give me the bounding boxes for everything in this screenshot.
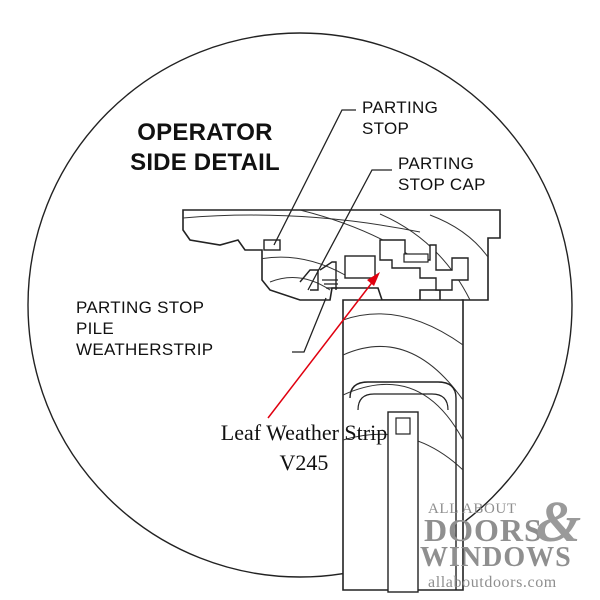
detail-circle [27,32,573,578]
detail-title-line-2: SIDE DETAIL [130,149,280,176]
label-parting-stop-line-2: STOP [362,119,410,138]
label-parting-stop-pile-weatherstrip: PARTING STOP PILE WEATHERSTRIP [76,297,213,360]
label-pile-line-1: PARTING STOP [76,298,205,317]
sash-stile [342,299,464,593]
watermark-line-2: DOORS [424,512,543,548]
leader-lines [273,109,392,353]
watermark-line-1: ALL ABOUT [428,501,517,517]
detail-title: OPERATOR SIDE DETAIL [110,118,300,178]
watermark-line-3: WINDOWS [420,542,572,573]
label-pile-line-3: WEATHERSTRIP [76,340,214,359]
watermark-ampersand: & [536,489,582,554]
label-parting-stop-cap-line-1: PARTING [398,154,475,173]
label-leaf-weather-strip: Leaf Weather Strip V245 [206,418,402,478]
label-parting-stop-line-1: PARTING [362,98,439,117]
leaf-weatherstrip-arrow [267,272,380,419]
label-parting-stop-cap: PARTING STOP CAP [398,153,486,195]
leader-parting-stop-cap [307,169,392,291]
watermark-url: allaboutdoors.com [428,574,557,591]
label-leaf-weather-strip-name: Leaf Weather Strip [220,420,388,445]
frame-head-profile [182,209,501,310]
leader-pile-weatherstrip [292,297,327,353]
detail-title-line-1: OPERATOR [137,119,273,146]
leader-parting-stop [273,109,356,246]
label-pile-line-2: PILE [76,319,115,338]
label-parting-stop: PARTING STOP [362,97,438,139]
label-parting-stop-cap-line-2: STOP CAP [398,175,486,194]
label-leaf-weather-strip-part-number: V245 [279,450,329,475]
